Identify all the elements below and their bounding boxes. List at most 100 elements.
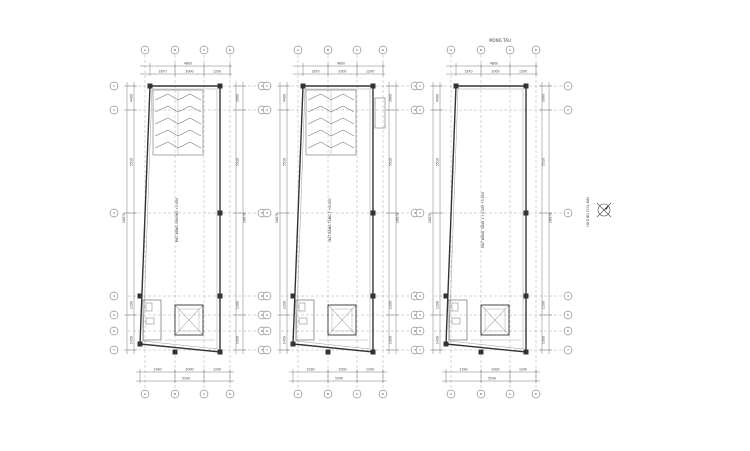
dim-top: 1870 — [464, 70, 472, 74]
sink-fixture — [298, 317, 308, 325]
dim-bottom-total: 5540 — [182, 377, 190, 381]
grid-bubble-left-label: 5 — [266, 313, 268, 317]
dim-bottom: 2390 — [306, 368, 314, 372]
grid-bubble-right-label: 5 — [261, 313, 263, 317]
grid-bubble-right-label: 7 — [414, 348, 416, 352]
grid-bubble-left-label: 6 — [419, 329, 421, 333]
grid-bubble-left-label: 2 — [266, 108, 268, 112]
grid-bubble-left-label: 5 — [419, 313, 421, 317]
grid-bubble-bottom — [352, 389, 362, 399]
dim-bottom: 2390 — [153, 368, 161, 372]
grid-bubble-right-label: 4 — [261, 294, 263, 298]
grid-bubble-right-label: 5 — [567, 313, 569, 317]
dim-left: 5510 — [436, 158, 440, 166]
dim-left: 4400 — [436, 94, 440, 102]
grid-bubble-right — [563, 291, 573, 301]
grid-bubble-left-label: 4 — [113, 294, 115, 298]
grid-bubble-top-label: B — [327, 48, 329, 52]
grid-bubble-left-label: 7 — [266, 348, 268, 352]
dim-right: 1200 — [236, 301, 240, 309]
grid-bubble-bottom-label: C — [203, 392, 205, 396]
column — [523, 349, 529, 355]
grid-bubble-left — [262, 310, 272, 320]
grid-bubble-right-label: 1 — [414, 84, 416, 88]
dim-right: 3900 — [389, 94, 393, 102]
grid-bubble-left-label: 4 — [266, 294, 268, 298]
grid-bubble-right-label: 6 — [261, 329, 263, 333]
dim-top: 1200 — [213, 70, 221, 74]
dim-left: 1200 — [283, 301, 287, 309]
grid-bubble-bottom — [446, 389, 456, 399]
grid-bubble-left — [109, 345, 119, 355]
grid-bubble-left-label: 1 — [419, 84, 421, 88]
grid-bubble-bottom-label: B — [327, 392, 329, 396]
toilet-fixture — [145, 302, 153, 312]
dim-left: 1200 — [436, 301, 440, 309]
dim-left-total: 16670 — [428, 213, 432, 223]
grid-bubble-left — [262, 81, 272, 91]
service-core — [448, 299, 521, 341]
grid-bubble-top — [352, 45, 362, 55]
grid-bubble-bottom — [140, 389, 150, 399]
dim-bottom: 2000 — [338, 368, 346, 372]
grid-bubble-left — [415, 81, 425, 91]
grid-bubble-left-label: 6 — [266, 329, 268, 333]
grid-bubble-left — [109, 208, 119, 218]
grid-bubble-left — [262, 326, 272, 336]
north-arrow-circle — [597, 203, 611, 217]
grid-bubble-top-label: A — [297, 48, 300, 52]
column — [443, 341, 449, 347]
elevator-car — [484, 308, 506, 332]
grid-bubble-bottom-label: A — [297, 392, 300, 396]
grid-bubble-bottom-label: D — [382, 392, 385, 396]
column — [370, 83, 376, 89]
grid-bubble-top-label: C — [509, 48, 511, 52]
grid-bubble-right-label: 1 — [261, 84, 263, 88]
column — [478, 349, 484, 355]
top-note: MÓNG TÀU — [489, 38, 511, 43]
grid-bubble-bottom-label: D — [535, 392, 538, 396]
dim-right: 1900 — [389, 336, 393, 344]
dim-top-total: 4800 — [337, 62, 345, 66]
dim-right: 3900 — [542, 94, 546, 102]
dim-top: 2000 — [491, 70, 499, 74]
grid-bubble-left — [262, 345, 272, 355]
grid-bubble-bottom — [199, 389, 209, 399]
grid-bubble-top-label: D — [535, 48, 538, 52]
dim-top: 1870 — [311, 70, 319, 74]
toilet-room — [142, 299, 162, 341]
dim-right: 5510 — [542, 158, 546, 166]
elevator-car — [331, 308, 353, 332]
grid-bubble-left — [109, 310, 119, 320]
column — [137, 341, 143, 347]
grid-bubble-bottom — [323, 389, 333, 399]
sink-fixture — [145, 317, 155, 325]
toilet-room — [295, 299, 315, 341]
column — [370, 349, 376, 355]
grid-bubble-left-label: 2 — [113, 108, 115, 112]
column — [290, 341, 296, 347]
building-inner-outline — [142, 88, 218, 350]
elevator-car — [178, 308, 200, 332]
dim-top: 1200 — [366, 70, 374, 74]
grid-bubble-top — [293, 45, 303, 55]
grid-bubble-top-label: B — [480, 48, 482, 52]
grid-bubble-left — [262, 291, 272, 301]
elevator-shaft — [174, 304, 204, 336]
dim-left: 1450 — [130, 336, 134, 344]
grid-bubble-right-label: 4 — [567, 294, 569, 298]
column — [370, 293, 376, 299]
grid-bubble-top — [323, 45, 333, 55]
sink-fixture — [451, 317, 461, 325]
grid-bubble-top — [225, 45, 235, 55]
grid-bubble-bottom-label: D — [229, 392, 232, 396]
dim-left: 1450 — [283, 336, 287, 344]
grid-bubble-bottom-label: B — [174, 392, 176, 396]
side-landing — [374, 97, 386, 129]
dim-right: 1200 — [389, 301, 393, 309]
grid-bubble-bottom-label: C — [509, 392, 511, 396]
grid-bubble-right-label: 3 — [261, 211, 263, 215]
grid-bubble-left-label: 5 — [113, 313, 115, 317]
